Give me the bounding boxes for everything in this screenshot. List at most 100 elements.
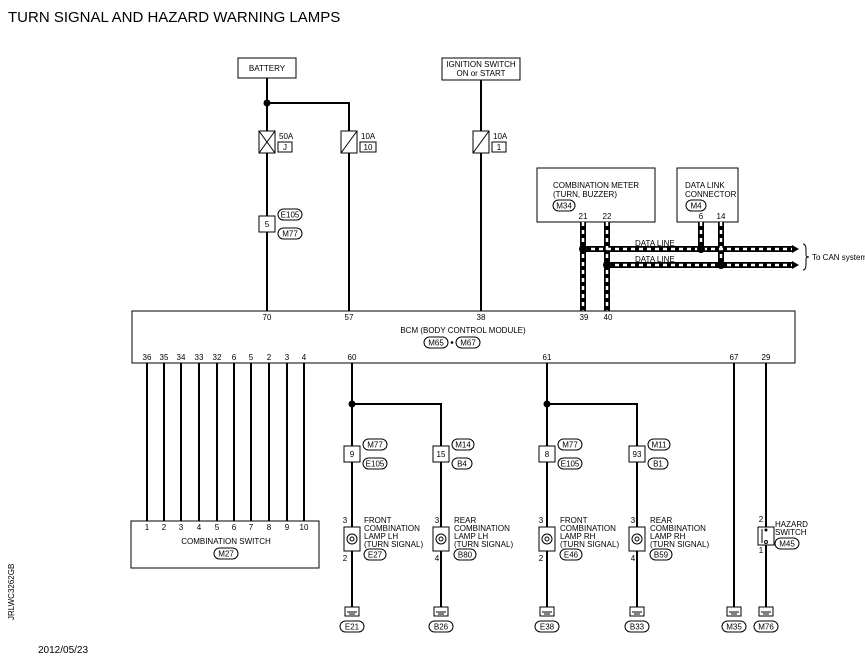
dlc-pin-6: 6 <box>699 212 704 221</box>
combination-switch-name: COMBINATION SWITCH <box>181 537 271 546</box>
fuse-10a-10-id-box <box>359 141 377 153</box>
combination-switch-conn: M27 <box>218 550 234 559</box>
cs-pin-5: 5 <box>215 523 220 532</box>
lamp-front-rh-line3: LAMP RH <box>560 532 596 541</box>
joint-connector-pin: 5 <box>265 220 270 229</box>
data-line-cable <box>580 222 792 311</box>
lamp-front-lh-line3: LAMP LH <box>364 532 398 541</box>
lamp-front-rh-conn: E46 <box>564 551 579 560</box>
inline-conn-8-bottom: E105 <box>561 460 580 469</box>
diagram-title: TURN SIGNAL AND HAZARD WARNING LAMPS <box>8 9 340 26</box>
ground-icon-e38 <box>539 606 555 617</box>
combination-switch-box <box>130 520 320 569</box>
lamp-rear-lh-line1: REAR <box>454 516 476 525</box>
conn-e105-pill <box>277 208 303 221</box>
lamp-rear-lh-pin-top: 3 <box>435 516 440 525</box>
hazard-switch-icon <box>757 526 775 546</box>
conn-m77-c-pill <box>557 438 583 451</box>
meter-pin-21: 21 <box>579 212 588 221</box>
cs-pin-8: 8 <box>267 523 272 532</box>
splice-data-4 <box>717 261 725 269</box>
cs-pin-7: 7 <box>249 523 254 532</box>
ground-label-b33: B33 <box>630 623 645 632</box>
lamp-rear-rh-pin-bottom: 4 <box>631 554 636 563</box>
ground-label-m76: M76 <box>758 623 774 632</box>
bcm-pin-2: 2 <box>267 353 272 362</box>
bcm-pin-32: 32 <box>213 353 222 362</box>
lamp-rear-rh-line2: COMBINATION <box>650 524 706 533</box>
data-link-line1: DATA LINK <box>685 181 725 190</box>
lamp-rear-rh-line3: LAMP RH <box>650 532 686 541</box>
fuse-50a-amp: 50A <box>279 132 294 141</box>
inline-conn-15-pin: 15 <box>437 450 446 459</box>
bcm-pin-29: 29 <box>762 353 771 362</box>
inline-conn-8-pin: 8 <box>545 450 550 459</box>
lamp-front-rh-line4: (TURN SIGNAL) <box>560 540 619 549</box>
hazard-conn: M45 <box>779 540 795 549</box>
bcm-pin-40: 40 <box>604 313 613 322</box>
cs-pin-4: 4 <box>197 523 202 532</box>
data-line-label-1: DATA LINE <box>635 239 675 248</box>
conn-m4-pill <box>685 199 707 212</box>
ground-label-b26: B26 <box>434 623 449 632</box>
cs-pin-1: 1 <box>145 523 150 532</box>
conn-b59-pill <box>649 548 673 561</box>
inline-conn-8-top: M77 <box>562 441 578 450</box>
data-link-conn: M4 <box>690 202 702 211</box>
conn-m11-pill <box>647 438 671 451</box>
bcm-pin-67: 67 <box>730 353 739 362</box>
lamp-rear-rh-line4: (TURN SIGNAL) <box>650 540 709 549</box>
ground-icon-e21 <box>344 606 360 617</box>
ground-pill-m35 <box>721 620 747 633</box>
inline-conn-15-bottom: B4 <box>457 460 467 469</box>
lamp-rear-lh-line3: LAMP LH <box>454 532 488 541</box>
cs-pin-2: 2 <box>162 523 167 532</box>
combination-meter-line2: (TURN, BUZZER) <box>553 190 617 199</box>
bcm-pin-6: 6 <box>232 353 237 362</box>
lamp-rear-lh-pin-bottom: 4 <box>435 554 440 563</box>
bcm-pin-35: 35 <box>160 353 169 362</box>
ground-pill-b33 <box>624 620 650 633</box>
ignition-line2: ON or START <box>456 69 505 78</box>
lamp-front-lh-pin-top: 3 <box>343 516 348 525</box>
can-label: To CAN system <box>812 253 865 262</box>
ground-label-m35: M35 <box>726 623 742 632</box>
ground-label-e21: E21 <box>345 623 360 632</box>
meter-pin-22: 22 <box>603 212 612 221</box>
inline-conn-93-pin: 93 <box>633 450 642 459</box>
combination-meter-conn: M34 <box>556 202 572 211</box>
lamp-front-lh-line4: (TURN SIGNAL) <box>364 540 423 549</box>
splice-data-2 <box>603 261 611 269</box>
fuse-10a-10-slash <box>340 130 358 154</box>
fuse-10a-1-amp: 10A <box>493 132 508 141</box>
splice-data-3 <box>697 245 705 253</box>
ground-icon-b33 <box>629 606 645 617</box>
lamp-rear-lh-line2: COMBINATION <box>454 524 510 533</box>
cs-pin-10: 10 <box>300 523 309 532</box>
diagram-date: 2012/05/23 <box>38 645 88 656</box>
ground-icon-m35 <box>726 606 742 617</box>
bcm-pin-57: 57 <box>345 313 354 322</box>
arrow-can-2 <box>792 261 799 269</box>
data-link-box <box>676 167 739 223</box>
bcm-conn1: M65 <box>428 339 444 348</box>
joint-connector-bottom: M77 <box>282 230 298 239</box>
arrow-can-1 <box>792 245 799 253</box>
ignition-line1: IGNITION SWITCH <box>446 60 516 69</box>
side-code: JRLWC3262GB <box>7 564 16 620</box>
wire-bcm61-rh-rear <box>547 403 638 446</box>
ground-pill-e38 <box>534 620 560 633</box>
bcm-pin-38: 38 <box>477 313 486 322</box>
bcm-pin-33: 33 <box>195 353 204 362</box>
bulb-icon-front-rh <box>538 526 556 552</box>
bcm-pin-60: 60 <box>348 353 357 362</box>
conn-e105-b-pill <box>362 457 388 470</box>
ground-pill-m76 <box>753 620 779 633</box>
fuse-50a-cross-2 <box>258 130 276 154</box>
inline-conn-9-bottom: E105 <box>366 460 385 469</box>
battery-label: BATTERY <box>249 64 286 73</box>
combination-switch-wires <box>146 363 305 521</box>
hazard-pin-top: 2 <box>759 515 764 524</box>
conn-e46-pill <box>559 548 583 561</box>
